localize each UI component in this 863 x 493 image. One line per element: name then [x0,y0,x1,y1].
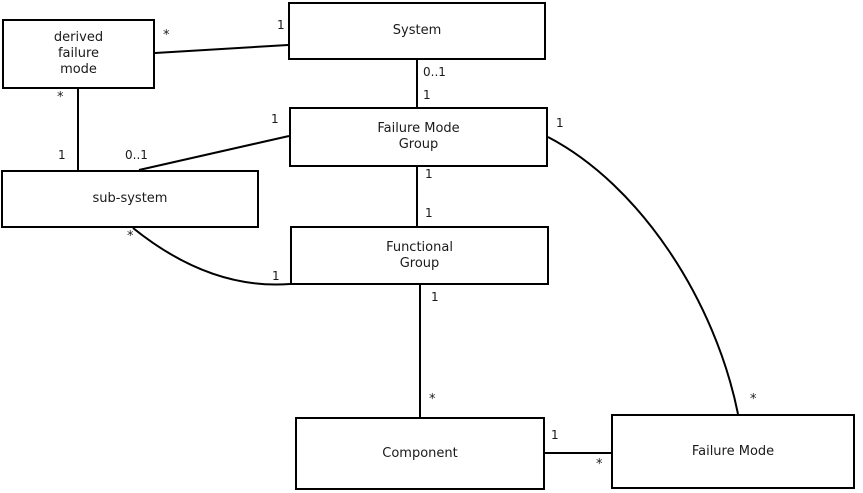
edge-sub-system--failure-mode-group [138,135,290,171]
class-box-label-component: Component [382,445,458,461]
class-box-label-functional-group: Functional Group [386,239,453,271]
edge-derived-failure-mode--system [154,44,289,54]
mult-derived-to-system-near: * [163,28,170,43]
class-box-label-sub-system: sub-system [92,191,168,206]
class-box-failure-mode[interactable]: Failure Mode [611,414,855,489]
mult-functional-to-group-near: 1 [425,206,433,220]
mult-subsystem-to-derived-near: 1 [58,148,66,162]
mult-system-to-derived-near: 1 [277,18,285,32]
mult-group-to-functional-near: 1 [425,167,433,181]
class-box-derived-failure-mode[interactable]: derived failure mode [2,19,155,89]
mult-subsystem-to-functional-near: * [127,229,134,244]
mult-group-to-subsystem-near: 1 [271,112,279,126]
class-box-label-failure-mode: Failure Mode [691,443,775,459]
class-box-label-failure-mode-group: Failure Mode Group [377,121,460,152]
class-box-label-system: System [392,23,442,38]
mult-group-to-failuremode-near: 1 [556,116,564,130]
mult-failuremode-to-group-near: * [750,392,757,407]
mult-functional-to-subsystem-near: 1 [272,269,280,283]
mult-subsystem-to-group-near: 0..1 [125,148,148,162]
mult-failuremode-to-component-near: * [596,457,603,472]
class-box-system[interactable]: System [288,2,546,60]
mult-system-to-group-near: 0..1 [423,65,446,79]
edge-failure-mode-group--failure-mode [547,136,739,415]
mult-component-to-functional-near: * [429,392,436,407]
mult-functional-to-component-near: 1 [431,290,439,304]
class-box-label-derived-failure-mode: derived failure mode [53,30,104,77]
edge-sub-system--functional-group [132,227,291,286]
class-box-sub-system[interactable]: sub-system [1,170,259,228]
class-box-functional-group[interactable]: Functional Group [290,226,549,285]
class-box-component[interactable]: Component [295,417,545,490]
mult-component-to-failuremode-near: 1 [551,428,559,442]
class-box-failure-mode-group[interactable]: Failure Mode Group [289,107,548,167]
mult-group-to-system-near: 1 [423,88,431,102]
mult-derived-to-subsystem-near: * [57,90,64,105]
